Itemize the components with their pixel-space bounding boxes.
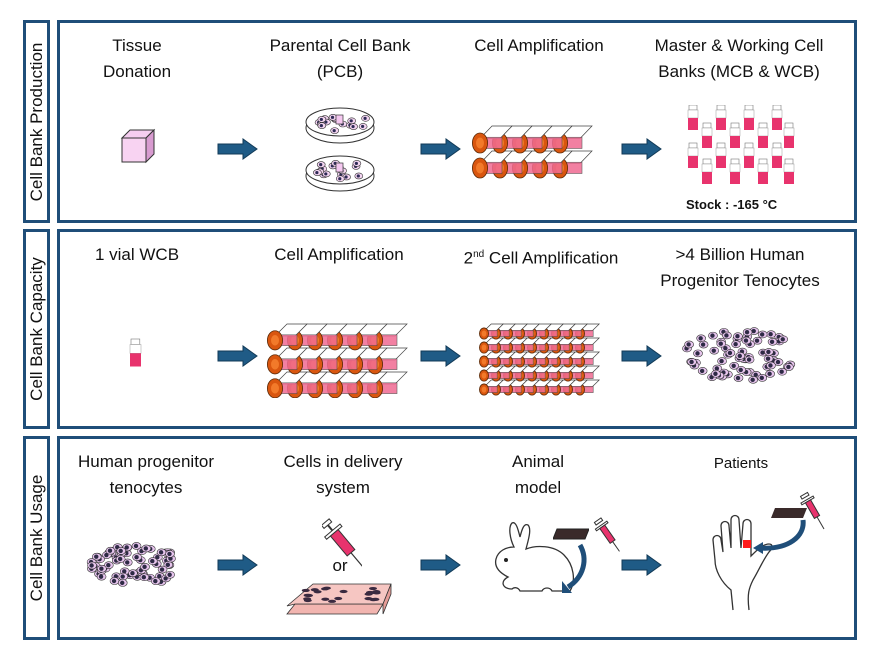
tissue-cube-icon [120,128,156,164]
arrow-right-icon [621,345,662,367]
petri-dishes-icon [305,107,375,192]
arrow-right-icon [420,554,461,576]
arrow-right-icon [420,138,461,160]
row-label-text: Cell Bank Capacity [26,257,46,401]
cell-cluster-icon [682,327,796,384]
scaffold-icon [553,528,589,540]
arrow-right-icon [217,345,258,367]
row-label-usage: Cell Bank Usage [23,436,50,640]
row-label-text: Cell Bank Usage [26,474,46,602]
culture-flasks-icon [267,323,408,398]
arrow-right-icon [217,554,258,576]
arrow-right-icon [217,138,258,160]
culture-flasks-large-icon [479,323,601,396]
step-label: Parental Cell Bank(PCB) [269,36,411,81]
arrow-right-icon [621,138,662,160]
syringe-icon [322,518,362,567]
stock-temperature-note: Stock : -165 °C [686,197,778,212]
scaffold-icon [286,583,392,615]
step-label: Cell Amplification [274,245,404,264]
or-text: or [332,556,348,575]
arrow-right-icon [621,554,662,576]
vials-icon [687,105,795,184]
syringe-icon [593,517,620,552]
arrow-right-icon [420,345,461,367]
rabbit-icon [494,522,587,593]
single-vial-icon [129,338,142,367]
row-label-production: Cell Bank Production [23,20,50,223]
hand-icon [712,491,825,611]
cell-cluster-icon [86,542,176,587]
culture-flasks-icon [472,125,593,179]
row-label-text: Cell Bank Production [26,42,46,201]
step-label: Patients [713,455,769,472]
step-label: 1 vial WCB [94,245,180,264]
row-label-capacity: Cell Bank Capacity [23,229,50,429]
step-label: Cell Amplification [474,36,604,55]
step-label: 2nd Cell Amplification [463,248,619,268]
